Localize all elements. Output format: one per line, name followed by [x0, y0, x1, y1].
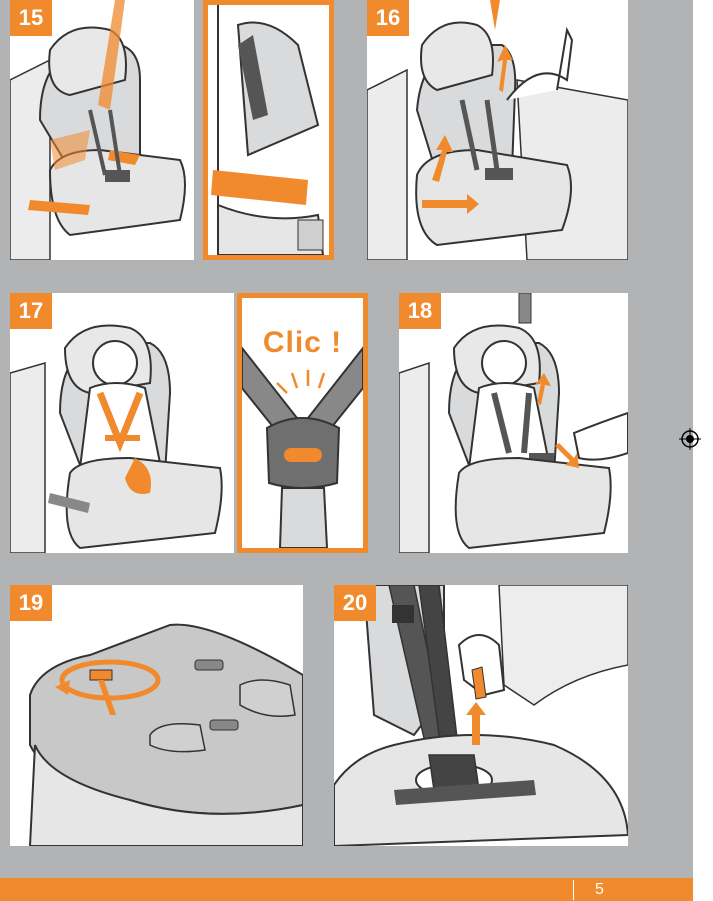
- step-17-illustration: 17: [10, 293, 234, 553]
- step-15-zoom-detail: [203, 0, 334, 260]
- step-17-badge: 17: [10, 293, 52, 329]
- registration-mark-icon: [679, 428, 701, 450]
- click-callout-text: Clic !: [262, 326, 343, 359]
- step-18-badge: 18: [399, 293, 441, 329]
- page-number: 5: [595, 881, 604, 898]
- step-18-illustration: 18: [399, 293, 628, 553]
- step-15-illustration: 15: [10, 0, 194, 260]
- step-19-illustration: 19: [10, 585, 303, 846]
- car-seat-headrest-drawing: [367, 0, 628, 260]
- step-16-badge: 16: [367, 0, 409, 36]
- step-15-badge: 15: [10, 0, 52, 36]
- buckle-click-drawing: [242, 346, 363, 548]
- step-20-badge: 20: [334, 585, 376, 621]
- step-20-illustration: 20: [334, 585, 628, 846]
- step-19-badge: 19: [10, 585, 52, 621]
- child-in-seat-drawing: [10, 293, 234, 553]
- booster-base-drawing: [10, 585, 303, 846]
- step-16-illustration: 16: [367, 0, 628, 260]
- step-17-zoom-detail: Clic !: [237, 293, 368, 553]
- footer-separator: [573, 880, 574, 900]
- car-seat-drawing: [10, 0, 194, 260]
- belt-guide-zoom-drawing: [208, 5, 329, 255]
- footer-bar: [0, 878, 693, 901]
- strap-release-drawing: [334, 585, 628, 846]
- child-harness-adjust-drawing: [399, 293, 628, 553]
